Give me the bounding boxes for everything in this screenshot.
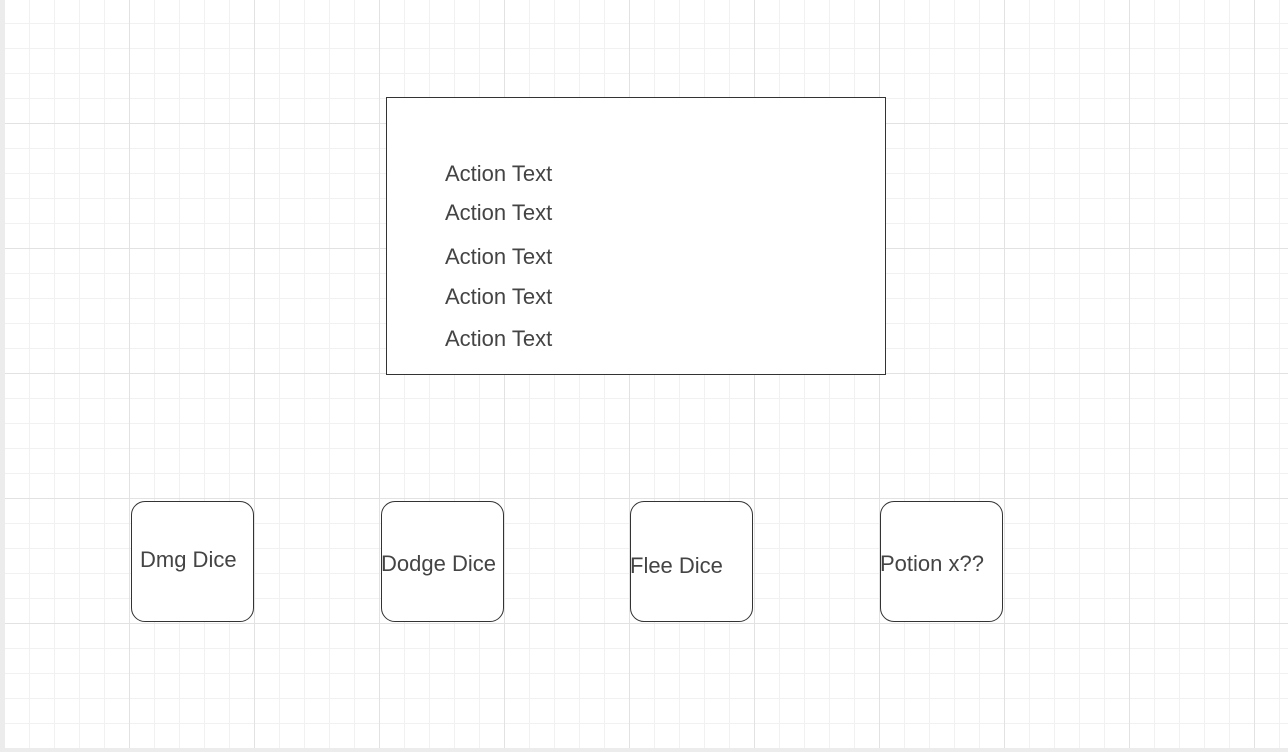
potion-button[interactable]: Potion x?? — [880, 501, 1003, 622]
dmg-dice-label: Dmg Dice — [140, 547, 237, 572]
dodge-dice-button[interactable]: Dodge Dice — [381, 501, 504, 622]
flee-dice-button[interactable]: Flee Dice — [630, 501, 753, 622]
action-text-line-1: Action Text — [445, 161, 553, 186]
action-text-line-3: Action Text — [445, 244, 553, 269]
action-text-line-2: Action Text — [445, 200, 553, 225]
dodge-dice-label: Dodge Dice — [381, 551, 496, 576]
potion-label: Potion x?? — [880, 551, 984, 576]
diagram-canvas: Action Text Action Text Action Text Acti… — [5, 0, 1288, 748]
action-text-line-4: Action Text — [445, 284, 553, 309]
dmg-dice-button[interactable]: Dmg Dice — [131, 501, 254, 622]
action-text-line-5: Action Text — [445, 326, 553, 351]
flee-dice-label: Flee Dice — [630, 553, 723, 578]
action-text-panel: Action Text Action Text Action Text Acti… — [386, 97, 886, 375]
